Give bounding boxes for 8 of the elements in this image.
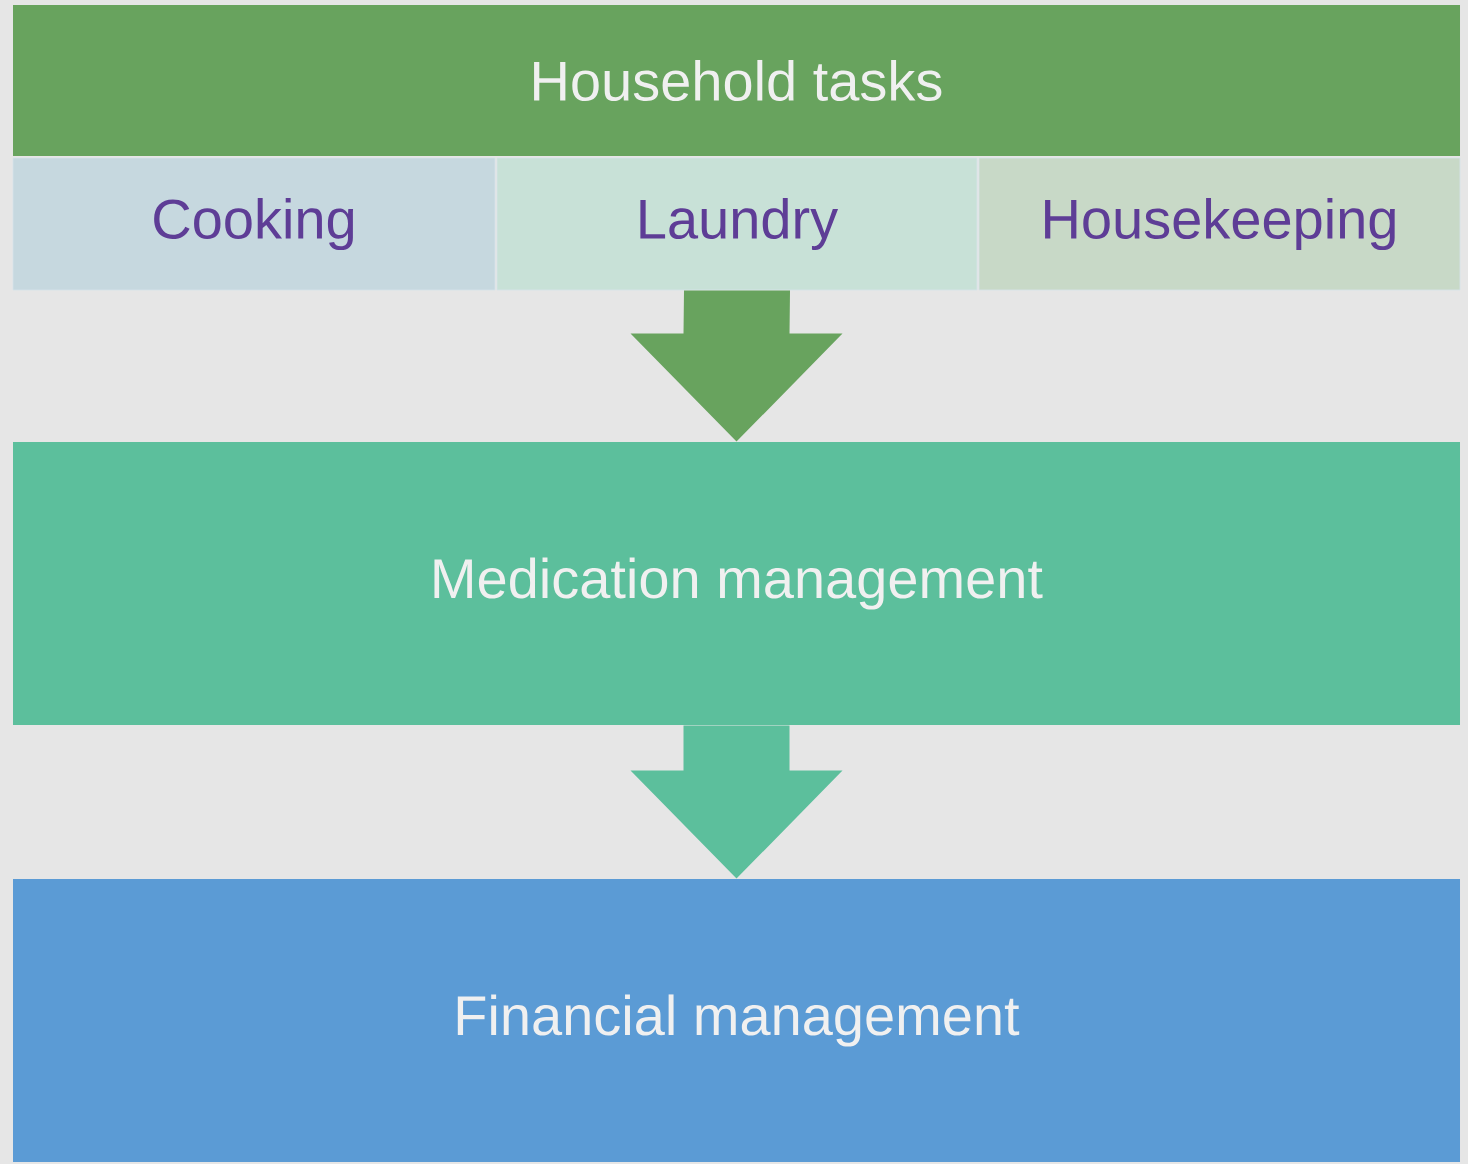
block-arrow <box>630 725 843 879</box>
process-box: Financial management <box>13 879 1460 1162</box>
block-arrow <box>630 290 843 442</box>
process-box: Medication management <box>13 442 1460 725</box>
task-box: Housekeeping <box>978 157 1461 291</box>
header-band: Household tasks <box>13 5 1460 156</box>
task-box: Cooking <box>12 157 496 291</box>
task-box: Laundry <box>496 157 978 291</box>
